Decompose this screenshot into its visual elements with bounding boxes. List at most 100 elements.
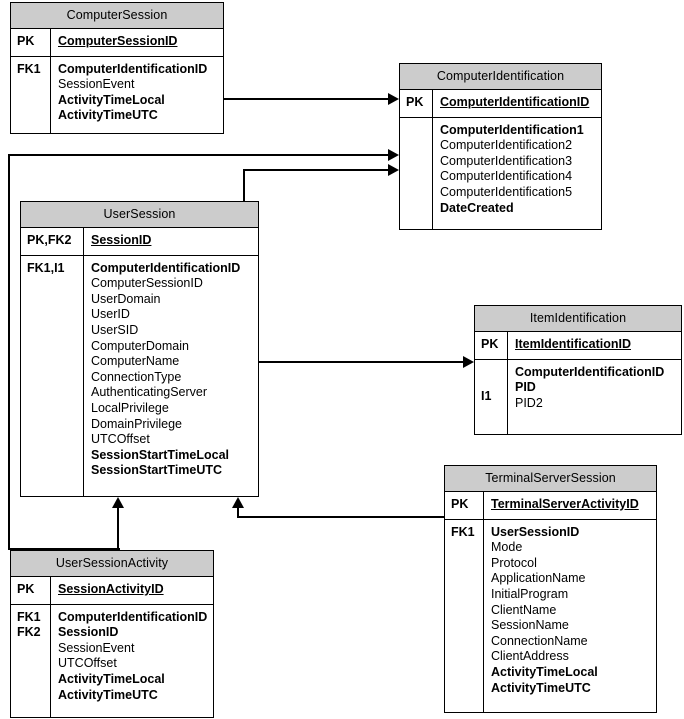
entity-title-user-session-activity: UserSessionActivity <box>11 551 213 577</box>
entity-body-section: FK1 UserSessionID Mode Protocol Applicat… <box>445 519 656 712</box>
field-row: UserID <box>91 307 130 322</box>
entity-computer-session[interactable]: ComputerSession PK ComputerSessionID FK1… <box>10 2 224 134</box>
field-row: SessionID <box>58 625 119 640</box>
field-row: ActivityTimeUTC <box>58 108 158 123</box>
field-row: DateCreated <box>440 200 514 215</box>
field-row: ComputerIdentificationID <box>91 260 241 275</box>
connector-terminalserversession-to-usersession-vertical <box>237 508 239 518</box>
connector-usersessionactivity-to-computeridentification-top <box>8 154 389 156</box>
field-row: ActivityTimeLocal <box>58 671 165 686</box>
field-row: ActivityTimeLocal <box>491 664 598 679</box>
field-computeridentificationid: ComputerIdentificationID <box>440 95 590 109</box>
pk-field-list: TerminalServerActivityID <box>484 492 656 519</box>
entity-computer-identification[interactable]: ComputerIdentification PK ComputerIdenti… <box>399 63 602 230</box>
key-label-fk2: FK2 <box>17 624 41 639</box>
body-field-list: ComputerIdentificationID SessionID Sessi… <box>51 605 213 717</box>
field-row: ComputerIdentification4 <box>440 169 573 184</box>
field-row: ComputerIdentification2 <box>440 138 573 153</box>
entity-title-computer-session: ComputerSession <box>11 3 223 29</box>
field-row: ComputerName <box>91 354 180 369</box>
key-label-pk: PK <box>400 90 433 117</box>
field-row: Mode <box>491 540 523 555</box>
key-label-pk: PK <box>11 29 51 56</box>
entity-body-section: FK1 FK2 ComputerIdentificationID Session… <box>11 604 213 717</box>
field-row: SessionEvent <box>58 640 135 655</box>
field-row: SessionName <box>491 618 569 633</box>
arrowhead-computeridentification-pk <box>388 92 399 105</box>
field-itemidentificationid: ItemIdentificationID <box>515 337 631 351</box>
entity-title-terminal-server-session: TerminalServerSession <box>445 466 656 492</box>
entity-title-user-session: UserSession <box>21 202 258 228</box>
entity-pk-section: PK,FK2 SessionID <box>21 228 258 256</box>
arrowhead-computeridentification-body-1 <box>388 148 399 161</box>
field-row: ClientAddress <box>491 649 569 664</box>
field-row: ComputerIdentificationID <box>58 61 208 76</box>
field-sessionactivityid: SessionActivityID <box>58 582 164 596</box>
body-field-list: ComputerIdentificationID PID PID2 <box>508 360 681 434</box>
entity-terminal-server-session[interactable]: TerminalServerSession PK TerminalServerA… <box>444 465 657 713</box>
key-label-fk1: FK1 <box>17 609 41 624</box>
body-field-list: ComputerIdentificationID SessionEvent Ac… <box>51 57 223 133</box>
key-label-none <box>400 117 433 229</box>
pk-field-list: SessionActivityID <box>51 577 213 604</box>
connector-computersession-to-computeridentification <box>224 98 389 100</box>
key-label-fk1-fk2: FK1 FK2 <box>11 604 51 717</box>
field-row: ComputerDomain <box>91 338 189 353</box>
field-row: ApplicationName <box>491 571 586 586</box>
body-field-list: ComputerIdentificationID ComputerSession… <box>84 256 258 496</box>
key-label-pk-fk2: PK,FK2 <box>21 228 84 255</box>
arrowhead-usersession-bottom-2 <box>231 497 244 508</box>
entity-body-section: I1 ComputerIdentificationID PID PID2 <box>475 359 681 434</box>
field-row: UTCOffset <box>91 432 150 447</box>
connector-usersession-to-computeridentification-vertical <box>243 169 245 202</box>
entity-body-section: FK1 ComputerIdentificationID SessionEven… <box>11 56 223 133</box>
field-row: LocalPrivilege <box>91 400 169 415</box>
key-label-i1: I1 <box>475 359 508 434</box>
entity-pk-section: PK SessionActivityID <box>11 577 213 605</box>
field-row: ComputerIdentification3 <box>440 153 573 168</box>
pk-field-list: ComputerSessionID <box>51 29 223 56</box>
entity-body-section: FK1,I1 ComputerIdentificationID Computer… <box>21 255 258 496</box>
entity-pk-section: PK ItemIdentificationID <box>475 332 681 360</box>
connector-usersessionactivity-to-usersession <box>117 508 119 563</box>
field-terminalserveractivityid: TerminalServerActivityID <box>491 497 639 511</box>
key-label-pk: PK <box>11 577 51 604</box>
field-row: SessionStartTimeLocal <box>91 447 230 462</box>
connector-usersessionactivity-to-computeridentification-bottom <box>8 548 120 550</box>
field-row: ComputerIdentification5 <box>440 184 573 199</box>
entity-pk-section: PK TerminalServerActivityID <box>445 492 656 520</box>
connector-terminalserversession-to-usersession-horizontal <box>237 516 445 518</box>
field-row: ActivityTimeLocal <box>58 92 165 107</box>
field-row: UserSID <box>91 322 139 337</box>
field-row: ComputerSessionID <box>91 276 203 291</box>
field-row: ConnectionType <box>91 369 182 384</box>
field-row: InitialProgram <box>491 586 569 601</box>
field-row: AuthenticatingServer <box>91 385 208 400</box>
entity-item-identification[interactable]: ItemIdentification PK ItemIdentification… <box>474 305 682 435</box>
entity-pk-section: PK ComputerIdentificationID <box>400 90 601 118</box>
entity-user-session-activity[interactable]: UserSessionActivity PK SessionActivityID… <box>10 550 214 718</box>
arrowhead-computeridentification-body-2 <box>388 163 399 176</box>
entity-body-section: ComputerIdentification1 ComputerIdentifi… <box>400 117 601 229</box>
entity-pk-section: PK ComputerSessionID <box>11 29 223 57</box>
field-row: ActivityTimeUTC <box>58 687 158 702</box>
key-label-fk1-i1: FK1,I1 <box>21 255 84 496</box>
connector-usersessionactivity-to-computeridentification-vertical <box>8 154 10 550</box>
field-row: ComputerIdentificationID <box>515 364 665 379</box>
field-row: PID2 <box>515 395 543 410</box>
entity-user-session[interactable]: UserSession PK,FK2 SessionID FK1,I1 Comp… <box>20 201 259 497</box>
field-row: PID <box>515 380 536 395</box>
arrowhead-usersession-bottom-1 <box>111 497 124 508</box>
field-row: ConnectionName <box>491 633 588 648</box>
entity-title-item-identification: ItemIdentification <box>475 306 681 332</box>
pk-field-list: ItemIdentificationID <box>508 332 681 359</box>
field-row: UTCOffset <box>58 656 117 671</box>
key-label-pk: PK <box>445 492 484 519</box>
pk-field-list: ComputerIdentificationID <box>433 90 601 117</box>
field-row: UserDomain <box>91 291 161 306</box>
field-row: SessionStartTimeUTC <box>91 463 223 478</box>
body-field-list: UserSessionID Mode Protocol ApplicationN… <box>484 520 656 712</box>
field-row: ComputerIdentification1 <box>440 122 584 137</box>
field-row: ComputerIdentificationID <box>58 609 208 624</box>
